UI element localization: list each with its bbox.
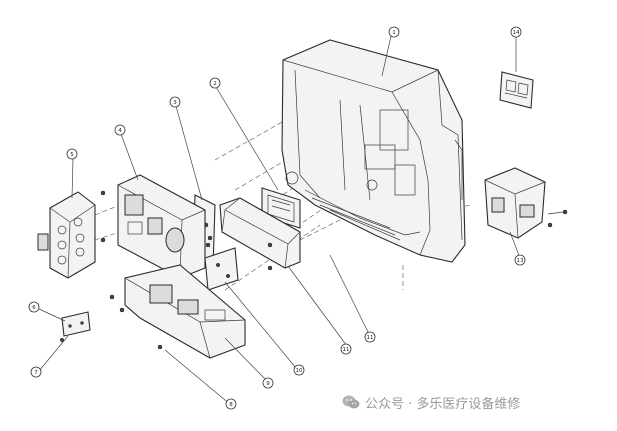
svg-text:6: 6 [32, 305, 36, 311]
callout-4: 4 [114, 124, 126, 136]
callout-9: 9 [262, 377, 274, 389]
svg-text:11: 11 [343, 347, 350, 353]
callout-1: 1 [388, 26, 400, 38]
svg-text:9: 9 [266, 381, 270, 387]
watermark-text: 公众号 · 多乐医疗设备维修 [365, 396, 521, 412]
svg-text:13: 13 [517, 258, 524, 264]
leader-lines [38, 35, 521, 406]
svg-text:11: 11 [367, 335, 374, 341]
rail-module-part [219, 197, 301, 271]
svg-text:5: 5 [70, 152, 74, 158]
side-module-part [484, 167, 568, 239]
callout-7: 7 [30, 366, 42, 378]
callout-11-upper: 11 [364, 331, 376, 343]
callout-2: 2 [209, 77, 221, 89]
plate-part [204, 247, 239, 291]
svg-text:1: 1 [392, 30, 396, 36]
svg-text:2: 2 [213, 81, 217, 87]
callout-5: 5 [66, 148, 78, 160]
front-cover-part [37, 191, 96, 279]
label-plate-part [499, 71, 534, 109]
circuit-board-part [100, 174, 213, 279]
svg-text:8: 8 [229, 402, 233, 408]
small-bracket-part [59, 311, 91, 343]
callout-13: 13 [514, 254, 526, 266]
power-supply-part [109, 264, 246, 359]
svg-text:7: 7 [34, 370, 38, 376]
callout-6: 6 [28, 301, 40, 313]
svg-text:4: 4 [118, 128, 122, 134]
callout-14: 14 [510, 26, 522, 38]
main-housing-part [281, 39, 466, 263]
svg-text:3: 3 [173, 100, 177, 106]
watermark: 公众号 · 多乐医疗设备维修 [342, 392, 520, 412]
callout-3: 3 [169, 96, 181, 108]
svg-text:10: 10 [296, 368, 303, 374]
callout-8: 8 [225, 398, 237, 410]
callout-11-lower: 11 [340, 343, 352, 355]
svg-text:14: 14 [513, 30, 520, 36]
wechat-icon [342, 395, 360, 409]
callout-10: 10 [293, 364, 305, 376]
